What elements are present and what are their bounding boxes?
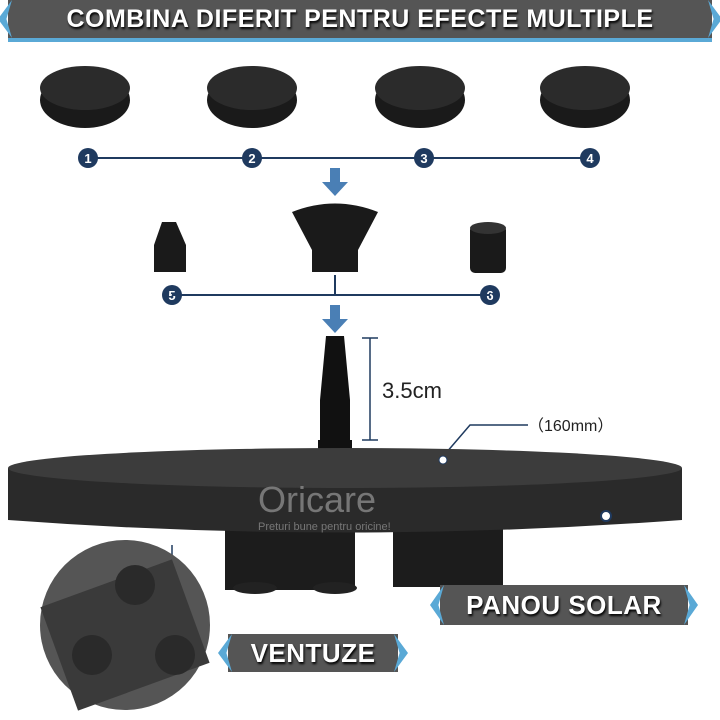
nozzle-1 — [40, 66, 130, 128]
header-title: COMBINA DIFERIT PENTRU EFECTE MULTIPLE — [66, 4, 654, 33]
number-badges — [78, 148, 600, 305]
badge-3: 3 — [420, 151, 427, 166]
nozzle-discs — [40, 66, 630, 128]
suction-cups-text: VENTUZE — [250, 637, 376, 668]
down-arrow-icon — [322, 168, 348, 196]
pump-body — [8, 448, 682, 594]
down-arrow-icon — [322, 305, 348, 333]
diameter-leader — [439, 424, 528, 461]
badge-4: 4 — [586, 151, 594, 166]
height-label: 3.5cm — [382, 378, 442, 403]
solar-panel-label: PANOU SOLAR — [440, 585, 688, 625]
badge-1: 1 — [84, 151, 91, 166]
suction-cup-inset — [40, 540, 210, 711]
watermark: Oricare Preturi bune pentru oricine! — [258, 479, 391, 533]
nozzle-cup — [292, 203, 378, 272]
nozzle-2 — [207, 66, 297, 128]
nozzle-4 — [540, 66, 630, 128]
watermark-brand: Oricare — [258, 479, 376, 520]
diameter-label: （160mm） — [528, 418, 614, 435]
nozzle-6 — [470, 222, 506, 273]
nozzle-3 — [375, 66, 465, 128]
dimension-bracket — [362, 337, 378, 441]
solar-panel-text: PANOU SOLAR — [466, 589, 662, 620]
nozzle-5 — [154, 222, 186, 272]
header-banner: COMBINA DIFERIT PENTRU EFECTE MULTIPLE — [8, 0, 712, 42]
suction-cups-label: VENTUZE — [228, 634, 398, 672]
badge-2: 2 — [248, 151, 255, 166]
watermark-tagline: Preturi bune pentru oricine! — [258, 521, 391, 533]
